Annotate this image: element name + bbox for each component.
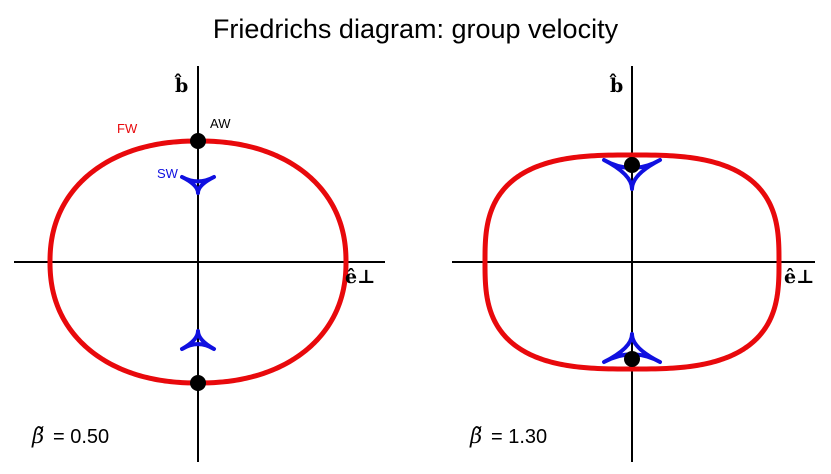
aw-label: AW [210,116,231,131]
alfven-wave-point-bottom [624,351,640,367]
panel-right: b̂ ê⊥ β̃ = 1.30 [452,66,815,462]
beta-value: = 0.50 [53,426,109,448]
alfven-wave-point-bottom [190,375,206,391]
fast-wave-curve [47,138,349,386]
alfven-wave-point-top [190,133,206,149]
alfven-wave-point-top [624,157,640,173]
diagram-title: Friedrichs diagram: group velocity [212,14,619,44]
fast-wave-curve [482,152,782,372]
e-perp-axis-label: ê⊥ [345,266,375,288]
b-axis-label: b̂ [174,73,189,97]
panel-left: b̂ ê⊥ FW SW AW β̃ = 0.50 [14,66,385,462]
beta-symbol: β̃ [469,424,482,448]
beta-symbol: β̃ [31,424,44,448]
slow-wave-cusp-bottom [180,329,216,351]
e-perp-axis-label: ê⊥ [784,266,814,288]
fw-label: FW [117,121,138,136]
b-axis-label: b̂ [609,73,624,97]
beta-value: = 1.30 [491,426,547,448]
sw-label: SW [157,166,179,181]
slow-wave-cusp-top [180,175,216,195]
